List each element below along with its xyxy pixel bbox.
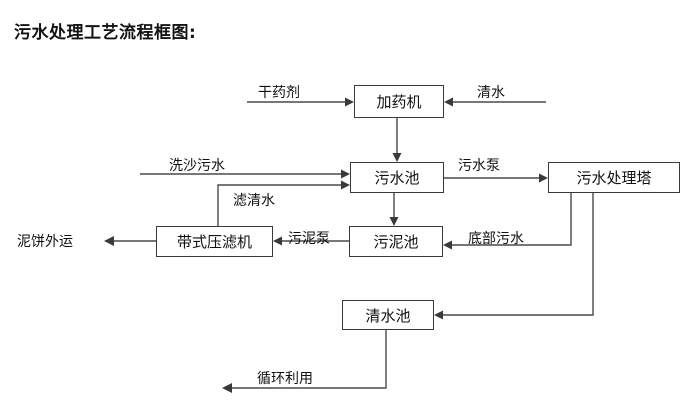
- terminal-label-mud-cake-out: 泥饼外运: [17, 234, 73, 250]
- arrowhead-dry-chemical: [345, 97, 354, 107]
- arrowhead-tower-to-clearwater: [434, 310, 443, 320]
- arrowhead-bottom-sewage: [443, 240, 452, 250]
- arrowhead-sewage-pump: [539, 173, 548, 183]
- arrowhead-recycle: [222, 383, 232, 393]
- node-label: 带式压滤机: [176, 233, 252, 251]
- node-belt-filter-press[interactable]: 带式压滤机: [156, 226, 273, 257]
- arrowhead-clean-water: [444, 97, 453, 107]
- node-clear-water-pool[interactable]: 清水池: [342, 300, 434, 330]
- node-label: 污泥池: [373, 233, 419, 251]
- arrowhead-dosing-to-pool: [392, 153, 402, 162]
- node-dosing-machine[interactable]: 加药机: [354, 85, 444, 118]
- arrowhead-sand-wash: [341, 169, 350, 179]
- node-treatment-tower[interactable]: 污水处理塔: [548, 162, 680, 193]
- wire-filtered-water: [217, 184, 344, 226]
- edge-label-clean-water: 清水: [477, 85, 505, 101]
- edge-label-filtered-water: 滤清水: [233, 193, 275, 209]
- node-wastewater-pool[interactable]: 污水池: [350, 162, 444, 193]
- node-label: 加药机: [376, 93, 422, 111]
- node-label: 清水池: [365, 306, 411, 325]
- edge-label-sand-wash-sewage: 洗沙污水: [169, 158, 225, 174]
- edge-label-sludge-pump: 污泥泵: [288, 231, 330, 247]
- arrowhead-pool-to-sludge: [389, 217, 399, 226]
- page-title: 污水处理工艺流程框图:: [14, 23, 197, 43]
- node-sludge-pool[interactable]: 污泥池: [349, 226, 443, 257]
- wire-tower-to-clearwater: [440, 193, 594, 316]
- arrowhead-filtered-water: [341, 180, 350, 190]
- wire-recycle: [230, 330, 387, 389]
- edge-label-dry-chemical: 干药剂: [258, 85, 300, 101]
- edge-label-recycle-reuse: 循环利用: [257, 371, 313, 387]
- node-label: 污水处理塔: [576, 169, 652, 187]
- edge-label-bottom-sewage: 底部污水: [468, 231, 524, 247]
- arrowhead-sludge-pump: [273, 236, 282, 246]
- edge-label-sewage-pump: 污水泵: [458, 158, 500, 174]
- wire-bottom-sewage: [449, 193, 572, 246]
- arrowhead-mud-cake: [104, 236, 114, 246]
- node-label: 污水池: [374, 169, 420, 187]
